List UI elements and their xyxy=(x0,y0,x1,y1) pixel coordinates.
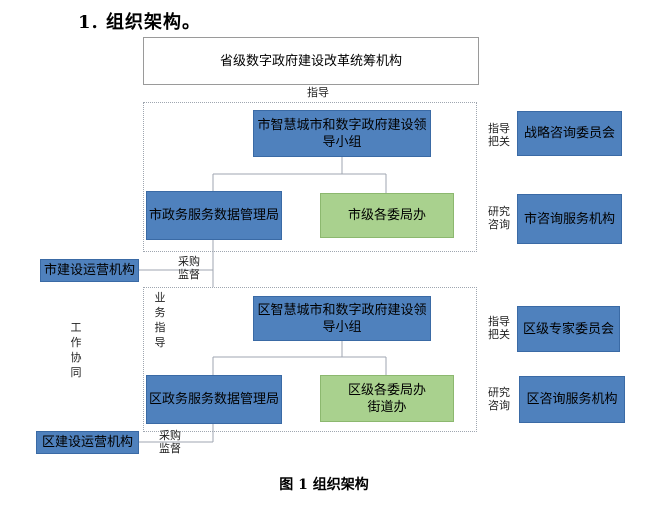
business-guide-char4: 导 xyxy=(154,336,166,349)
provincial-coordination-box: 省级数字政府建设改革统筹机构 xyxy=(143,37,479,85)
district-offices-box: 区级各委局办 街道办 xyxy=(320,375,454,422)
district-data-bureau-label: 区政务服务数据管理局 xyxy=(148,392,279,407)
business-guide-char2: 务 xyxy=(154,306,166,319)
city-research-label: 研究 咨询 xyxy=(484,205,514,231)
district-consulting-box: 区咨询服务机构 xyxy=(519,376,625,423)
district-research-label: 研究 咨询 xyxy=(484,386,514,412)
city-guide-review-line1: 指导 xyxy=(488,122,510,135)
city-level-frame xyxy=(143,102,477,252)
work-coop-char2: 作 xyxy=(70,336,82,349)
strategy-committee-label: 战略咨询委员会 xyxy=(523,126,615,141)
district-procure-line1: 采购 xyxy=(159,429,181,442)
work-coop-char4: 同 xyxy=(70,366,82,379)
district-offices-line1: 区级各委局办 xyxy=(347,382,426,398)
city-guide-review-label: 指导 把关 xyxy=(484,122,514,148)
business-guide-char1: 业 xyxy=(154,291,166,304)
city-leading-group-box: 市智慧城市和数字政府建设领导小组 xyxy=(253,110,431,157)
district-expert-committee-label: 区级专家委员会 xyxy=(522,321,614,337)
district-research-line1: 研究 xyxy=(488,386,510,399)
city-operator-box: 市建设运营机构 xyxy=(40,259,139,282)
business-guide-label: 业 务 指 导 xyxy=(153,290,167,350)
district-consulting-label: 区咨询服务机构 xyxy=(526,392,618,407)
city-research-line2: 咨询 xyxy=(488,218,510,231)
district-guide-review-line1: 指导 xyxy=(488,315,510,328)
district-research-line2: 咨询 xyxy=(488,399,510,412)
district-procure-line2: 监督 xyxy=(159,442,181,455)
district-operator-box: 区建设运营机构 xyxy=(36,431,139,454)
provincial-coordination-label: 省级数字政府建设改革统筹机构 xyxy=(219,53,402,69)
city-research-line1: 研究 xyxy=(488,205,510,218)
district-guide-review-label: 指导 把关 xyxy=(484,315,514,341)
city-offices-label: 市级各委局办 xyxy=(347,208,426,223)
city-procure-line2: 监督 xyxy=(178,268,200,281)
city-offices-box: 市级各委局办 xyxy=(320,193,454,238)
district-offices-line2: 街道办 xyxy=(367,399,407,415)
city-leading-group-label: 市智慧城市和数字政府建设领导小组 xyxy=(257,117,427,150)
district-operator-label: 区建设运营机构 xyxy=(41,435,133,450)
city-data-bureau-label: 市政务服务数据管理局 xyxy=(148,208,279,223)
figure-caption: 图 1 组织架构 xyxy=(279,477,369,493)
work-coop-char1: 工 xyxy=(70,321,82,334)
district-guide-review-line2: 把关 xyxy=(488,328,510,341)
strategy-committee-box: 战略咨询委员会 xyxy=(517,111,622,156)
city-consulting-label: 市咨询服务机构 xyxy=(523,211,615,227)
business-guide-char3: 指 xyxy=(154,321,166,334)
city-consulting-box: 市咨询服务机构 xyxy=(517,194,622,244)
district-procure-label: 采购 监督 xyxy=(155,429,185,455)
district-expert-committee-box: 区级专家委员会 xyxy=(517,306,620,352)
city-data-bureau-box: 市政务服务数据管理局 xyxy=(146,191,282,240)
city-procure-line1: 采购 xyxy=(178,255,200,268)
section-heading: 1. 组织架构。 xyxy=(78,12,202,33)
city-operator-label: 市建设运营机构 xyxy=(43,263,135,278)
district-data-bureau-box: 区政务服务数据管理局 xyxy=(146,375,282,424)
district-level-frame xyxy=(143,287,477,432)
guide-label: 指导 xyxy=(307,86,329,99)
work-coop-char3: 协 xyxy=(70,351,82,364)
district-leading-group-label: 区智慧城市和数字政府建设领导小组 xyxy=(257,302,427,335)
work-coop-label: 工 作 协 同 xyxy=(69,320,83,380)
city-procure-label: 采购 监督 xyxy=(174,255,204,281)
city-guide-review-line2: 把关 xyxy=(488,135,510,148)
district-leading-group-box: 区智慧城市和数字政府建设领导小组 xyxy=(253,296,431,341)
